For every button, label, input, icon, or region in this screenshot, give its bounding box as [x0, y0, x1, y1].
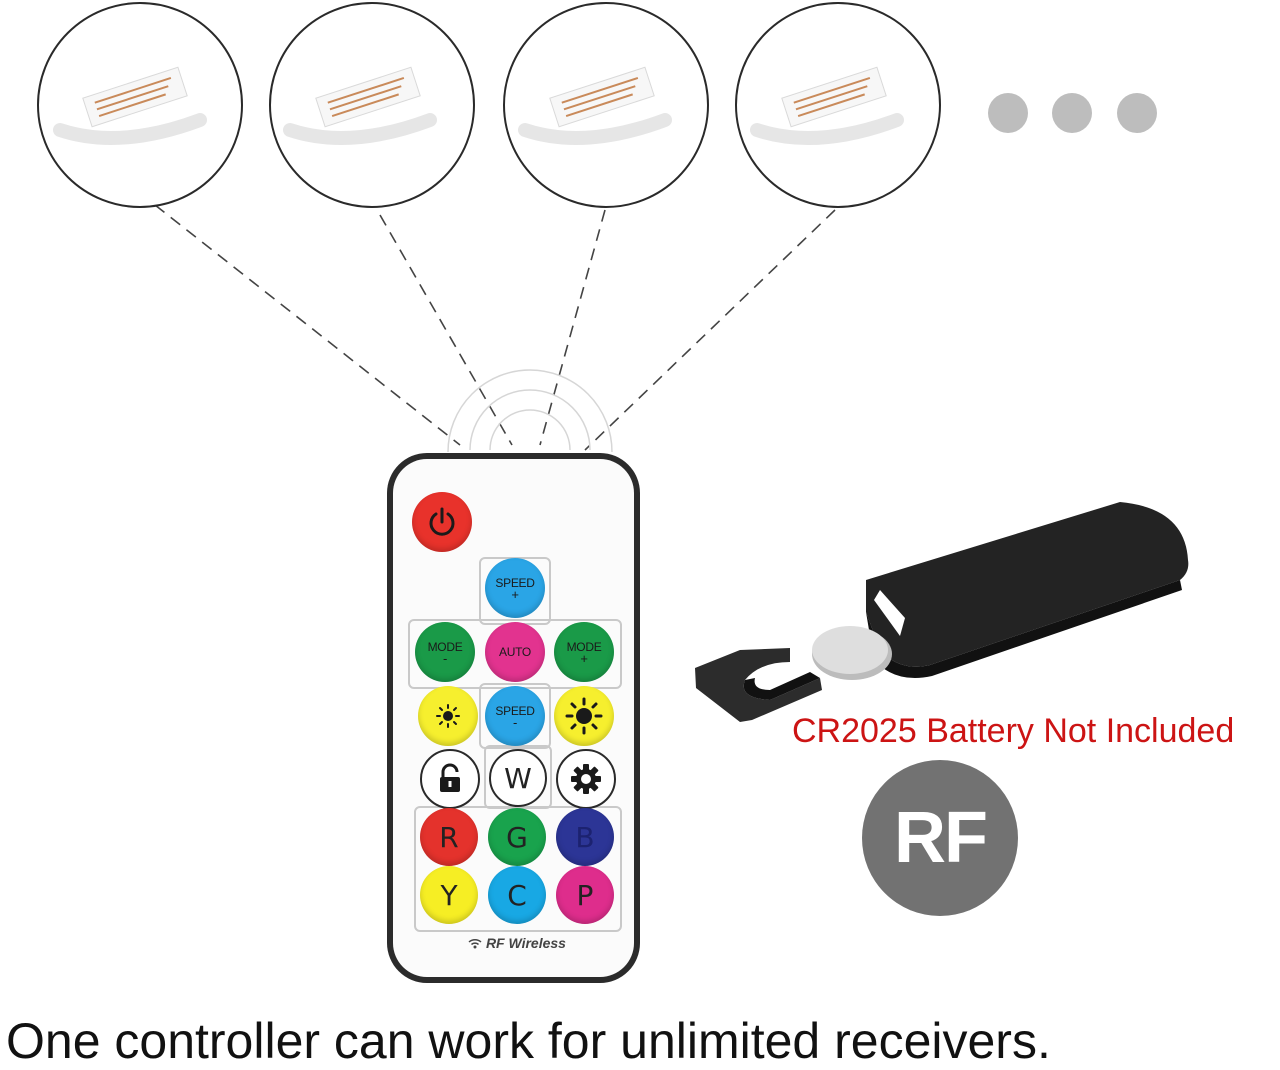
- dot-3: [1117, 93, 1157, 133]
- rf-wireless-footer: RF Wireless: [462, 935, 572, 951]
- dot-2: [1052, 93, 1092, 133]
- white-label: W: [504, 761, 532, 795]
- auto-button[interactable]: AUTO: [485, 622, 545, 682]
- brightness-down-button[interactable]: [418, 686, 478, 746]
- ellipsis-dots: [988, 93, 1157, 133]
- blue-button[interactable]: B: [556, 808, 614, 866]
- battery-holder-clip: [695, 648, 822, 722]
- lock-button[interactable]: [420, 749, 480, 809]
- speed-up-label: SPEED: [495, 576, 535, 590]
- rf-badge: RF: [862, 760, 1018, 916]
- cyan-label: C: [507, 878, 527, 912]
- speed-down-label: SPEED: [495, 704, 535, 718]
- signal-lines: [154, 204, 836, 451]
- power-icon: [429, 507, 455, 536]
- wave-arc-3: [447, 369, 613, 453]
- receiver-1: [37, 2, 243, 208]
- speed-down-frame: [479, 683, 551, 749]
- receiver-4: [735, 2, 941, 208]
- speed-down-sign: -: [512, 715, 518, 730]
- brightness-up-button[interactable]: [554, 686, 614, 746]
- mode-down-label: MODE: [427, 640, 463, 654]
- blue-label: B: [575, 820, 595, 854]
- signal-line-1: [154, 204, 461, 446]
- signal-line-3: [539, 209, 606, 446]
- yellow-button[interactable]: Y: [420, 866, 478, 924]
- white-button[interactable]: W: [489, 749, 547, 807]
- power-button[interactable]: [412, 492, 472, 552]
- signal-line-4: [584, 209, 836, 451]
- signal-line-2: [379, 214, 513, 446]
- receiver-3: [503, 2, 709, 208]
- gear-icon: [571, 764, 601, 794]
- sun-small-icon: [436, 704, 460, 728]
- mode-down-sign: -: [442, 651, 448, 666]
- remote-back-cover: [866, 502, 1189, 678]
- dot-1: [988, 93, 1028, 133]
- battery-coin: [812, 626, 892, 680]
- speed-up-button[interactable]: SPEED +: [485, 558, 545, 618]
- red-button[interactable]: R: [420, 808, 478, 866]
- purple-button[interactable]: P: [556, 866, 614, 924]
- caption: One controller can work for unlimited re…: [6, 1013, 1051, 1069]
- receiver-2: [269, 2, 475, 208]
- rf-wireless-label: RF Wireless: [485, 935, 566, 951]
- speed-down-button[interactable]: SPEED -: [485, 686, 545, 746]
- color-block-frame: [414, 806, 622, 932]
- wave-arc-2: [469, 389, 591, 451]
- wifi-icon: [468, 938, 482, 949]
- lock-icon: [440, 763, 460, 792]
- mode-up-sign: +: [580, 651, 588, 666]
- green-button[interactable]: G: [488, 808, 546, 866]
- mode-up-button[interactable]: MODE +: [554, 622, 614, 682]
- green-label: G: [506, 820, 528, 854]
- settings-button[interactable]: [556, 749, 616, 809]
- mode-up-label: MODE: [566, 640, 602, 654]
- yellow-label: Y: [440, 878, 458, 912]
- purple-label: P: [576, 878, 594, 912]
- wave-arc-1: [489, 409, 571, 451]
- rf-badge-label: RF: [894, 798, 988, 878]
- cyan-button[interactable]: C: [488, 866, 546, 924]
- radio-waves: [447, 369, 613, 453]
- auto-label: AUTO: [499, 645, 531, 659]
- sun-large-icon: [565, 697, 603, 735]
- mode-down-button[interactable]: MODE -: [415, 622, 475, 682]
- battery-note: CR2025 Battery Not Included: [792, 712, 1235, 750]
- speed-up-sign: +: [511, 587, 519, 602]
- red-label: R: [439, 820, 459, 854]
